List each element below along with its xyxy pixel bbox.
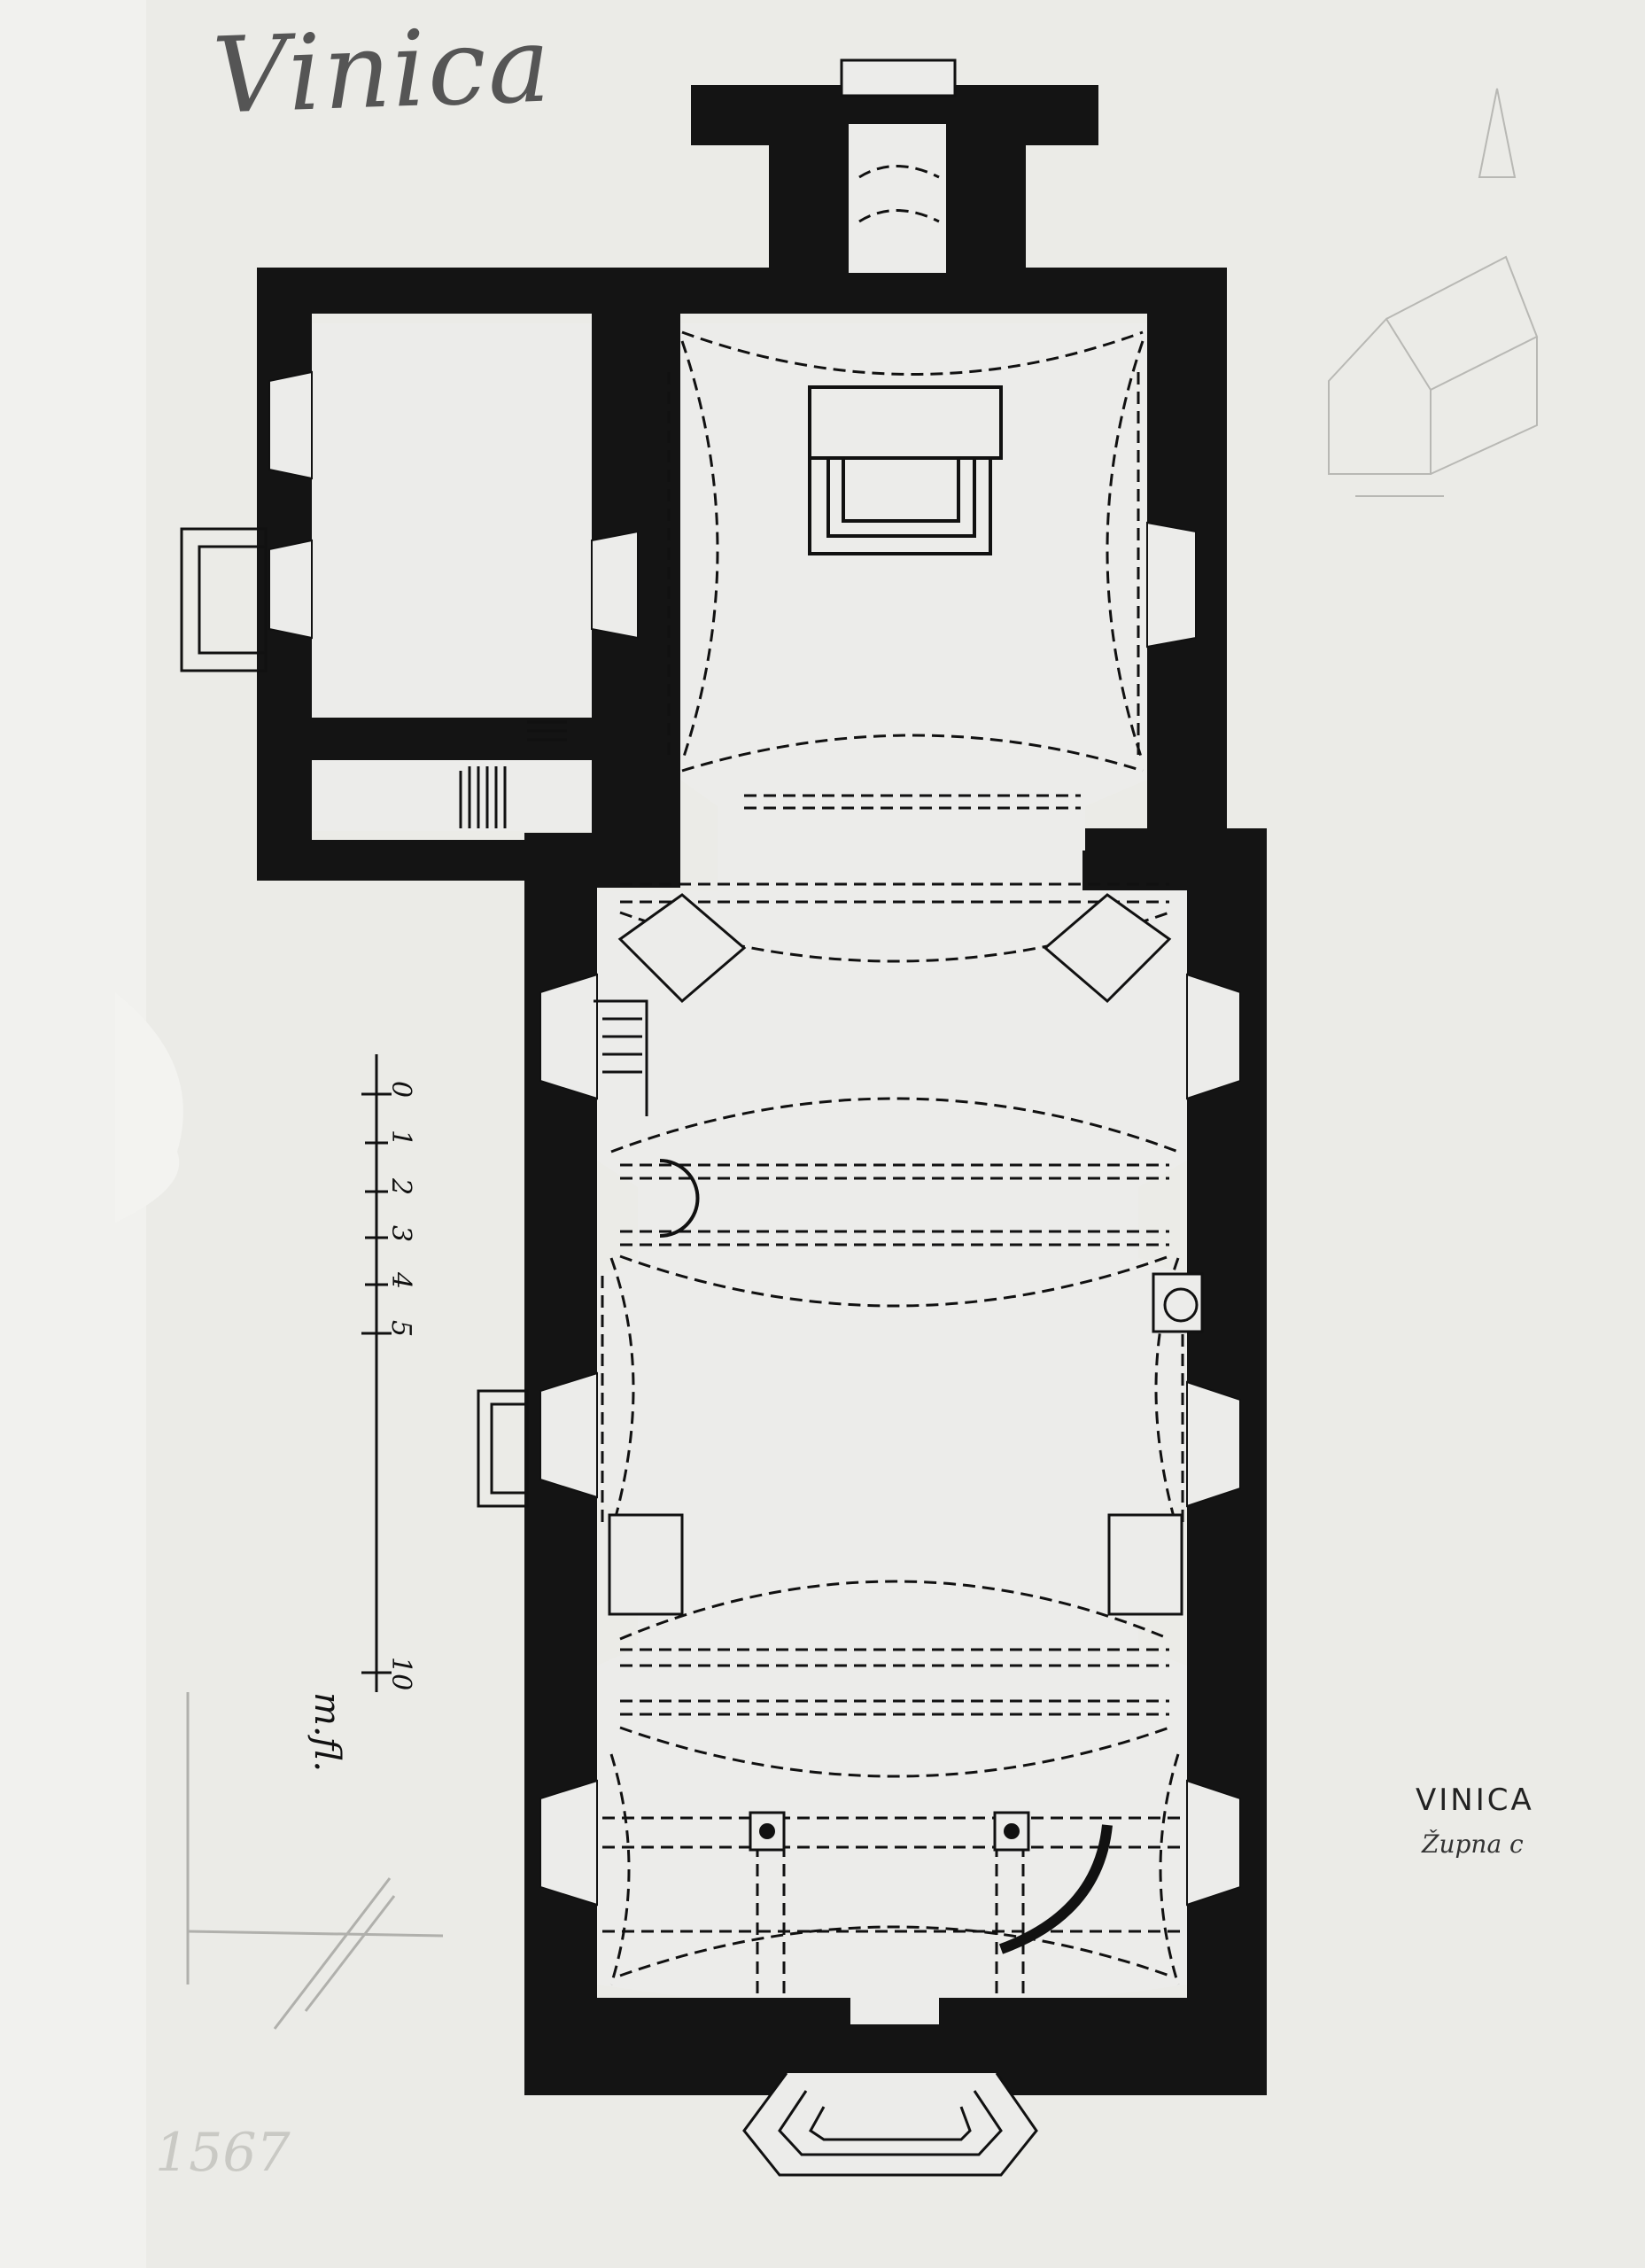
sacristy-stairs [459,720,567,828]
windows [268,370,1241,1907]
caption-subtitle: Župna c [1422,1829,1524,1859]
church-sketch [1328,88,1539,497]
door-steps [180,58,1038,2177]
sanctuary-floor [680,323,1147,850]
scale-label: 3 [385,1225,416,1243]
gallery-columns [749,1811,1113,1954]
scale-label: 4 [385,1272,416,1290]
scale-label: 2 [385,1178,416,1196]
pencil-marks [186,1692,444,2030]
scale-label: 5 [385,1320,416,1338]
nave-floor [597,850,1187,2024]
scale-unit-label: m.fl. [306,1692,347,1773]
sacristy-stair-room [312,760,592,831]
caption-title: VINICA [1416,1783,1534,1818]
side-altars [608,893,1204,1616]
handwritten-title: Vinica [210,3,555,137]
scale-label: 1 [385,1130,416,1147]
scale-bar [361,1054,392,1692]
archive-number: 1567 [155,2122,291,2184]
scale-label: 0 [385,1081,416,1099]
scale-label: 10 [385,1657,416,1691]
torn-edge [115,992,183,1223]
sacristy-room [312,323,592,718]
altar [808,385,1003,555]
vault-lines [601,165,1187,1998]
pulpit-stair [594,999,700,1238]
floor [312,124,1187,2024]
